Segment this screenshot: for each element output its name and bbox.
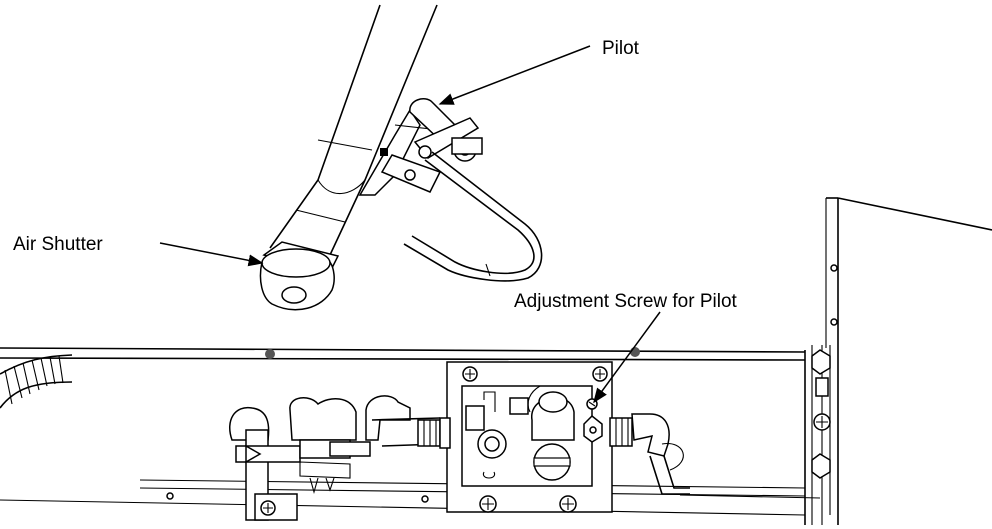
air-shutter xyxy=(259,241,340,311)
label-air-shutter: Air Shutter xyxy=(13,234,103,255)
label-pilot: Pilot xyxy=(602,38,640,59)
side-panel-fasteners xyxy=(811,264,838,479)
callout-pilot: Pilot xyxy=(438,38,640,105)
burner-tube xyxy=(269,4,438,256)
manifold-assembly xyxy=(229,395,451,521)
screw-icon xyxy=(479,495,497,513)
hex-nut-icon xyxy=(811,349,831,375)
callout-air-shutter: Air Shutter xyxy=(13,234,264,267)
callout-adjustment-screw: Adjustment Screw for Pilot xyxy=(514,291,738,404)
cabinet-panel xyxy=(0,197,992,525)
arrow-icon xyxy=(159,242,264,267)
hex-nut-icon xyxy=(811,453,831,479)
arrow-icon xyxy=(438,45,591,105)
pilot-burner xyxy=(404,98,483,181)
arrow-icon xyxy=(593,311,661,404)
screw-icon xyxy=(462,366,478,382)
hose-icon xyxy=(0,354,73,409)
outlet-fitting xyxy=(583,413,690,495)
label-adjustment-screw: Adjustment Screw for Pilot xyxy=(514,291,738,312)
screw-icon xyxy=(559,495,577,513)
screw-icon xyxy=(592,366,608,382)
screw-icon xyxy=(813,413,831,431)
pilot-tube xyxy=(403,151,543,282)
screw-icon xyxy=(260,500,276,516)
